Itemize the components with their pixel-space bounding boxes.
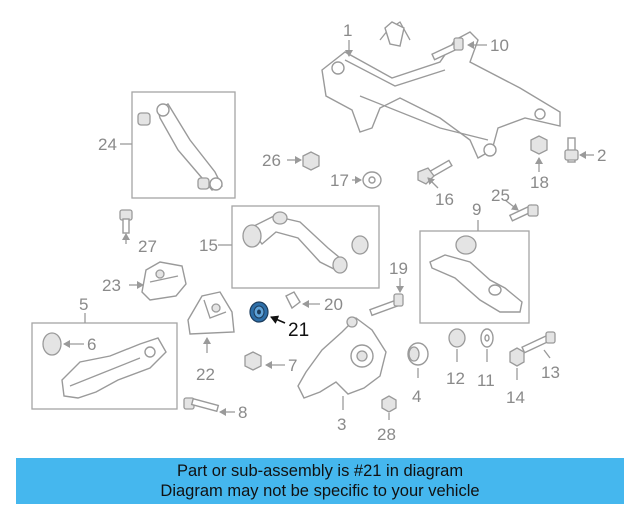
trailing-arm-5 [42,332,167,399]
box-15 [231,205,380,289]
callout-24: 24 [98,135,117,154]
bolt-8 [183,397,220,413]
callout-19: 19 [389,259,408,278]
callout-27: 27 [138,237,157,256]
bracket-22 [187,291,235,335]
plate-20 [285,291,301,310]
callout-11: 11 [477,371,495,390]
nut-18 [530,135,548,155]
banner-line-2: Diagram may not be specific to your vehi… [160,482,480,500]
box-24 [131,91,236,199]
callout-3: 3 [337,415,346,434]
callout-9: 9 [472,200,481,219]
callout-17: 17 [330,171,349,190]
callout-8: 8 [238,403,247,422]
bolt-16 [417,159,453,185]
callout-28: 28 [377,425,396,444]
washer-11 [480,328,494,348]
callout-16: 16 [435,190,454,209]
nut-14 [509,347,525,367]
callout-18: 18 [530,173,549,192]
callout-22: 22 [196,365,215,384]
callout-10: 10 [490,36,509,55]
callout-25: 25 [491,186,510,205]
nut-28 [381,395,397,413]
bolt-13 [521,331,556,354]
callout-15: 15 [199,236,218,255]
knuckle-3 [297,316,387,399]
callout-4: 4 [412,387,421,406]
callout-6: 6 [87,335,96,354]
callout-20: 20 [324,295,343,314]
bushing-12 [448,328,466,348]
bolt-2 [564,137,579,163]
bushing-4 [407,342,429,366]
box-5 [31,322,178,410]
bolt-10 [431,37,464,61]
callout-12: 12 [446,369,465,388]
washer-17 [362,171,382,189]
callout-13: 13 [541,363,560,382]
callout-21: 21 [288,320,309,341]
callout-23: 23 [102,276,121,295]
callout-7: 7 [288,356,297,375]
nut-7 [244,351,262,371]
subframe [321,21,561,159]
info-banner: Part or sub-assembly is #21 in diagram D… [16,458,624,504]
callout-1: 1 [343,21,352,40]
callout-14: 14 [506,388,525,407]
callout-2: 2 [597,146,606,165]
bolt-27 [119,209,133,234]
bolt-19 [369,293,404,317]
callout-26: 26 [262,151,281,170]
bushing-21 [249,301,269,323]
box-9 [419,230,530,324]
callout-5: 5 [79,295,88,314]
lateral-link-24 [137,103,223,191]
banner-line-1: Part or sub-assembly is #21 in diagram [176,462,464,480]
lower-arm-9 [429,235,523,313]
bolt-25 [508,204,539,222]
upper-arm-15 [242,211,369,274]
mount-23 [141,261,187,301]
nut-26 [302,151,320,171]
